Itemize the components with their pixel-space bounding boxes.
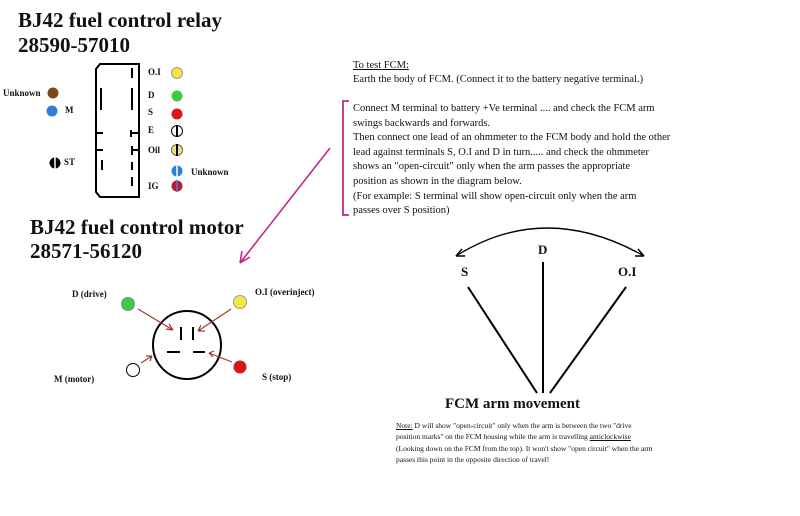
motor-d-label: D (drive): [72, 289, 107, 299]
oi-terminal-dot: [171, 67, 183, 79]
arm-arc: [455, 227, 645, 257]
note-label: Note:: [396, 421, 413, 430]
step-line: passes over S position): [353, 205, 450, 217]
motor-body: [152, 310, 222, 380]
m-terminal-dot: [46, 105, 58, 117]
terminal-label-d: D: [148, 90, 155, 100]
motor-s-dot: [233, 360, 247, 374]
relay-title: BJ42 fuel control relay: [18, 8, 222, 32]
unknown-right-label: Unknown: [191, 167, 229, 177]
s-terminal-dot: [171, 108, 183, 120]
arm-label-s: S: [461, 264, 469, 279]
note-line: (Looking down on the FCM from the top). …: [396, 443, 653, 453]
step-line: position as shown in the diagram below.: [353, 175, 522, 187]
step-line: swings backwards and forwards.: [353, 117, 491, 129]
motor-m-dot: [126, 363, 140, 377]
arm-label-d: D: [538, 242, 548, 257]
step-line: Connect M terminal to battery +Ve termin…: [353, 103, 655, 114]
motor-oi-dot: [233, 295, 247, 309]
unknown-left-label: Unknown: [3, 88, 41, 98]
m-label: M: [65, 105, 74, 115]
unknown-right-dot: [171, 165, 183, 177]
relay-connector: [95, 63, 140, 198]
unknown-left-dot: [47, 87, 59, 99]
step-line: lead against terminals S, O.I and D in t…: [353, 146, 649, 158]
motor-oi-label: O.I (overinject): [255, 287, 315, 297]
note-line: D will show "open-circuit" only when the…: [412, 421, 632, 430]
terminal-label-ig: IG: [148, 181, 159, 191]
ig-terminal-dot: [171, 180, 183, 192]
step-line: (For example: S terminal will show open-…: [353, 190, 637, 202]
arm-caption: FCM arm movement: [445, 396, 580, 412]
relay-part-number: 28590-57010: [18, 33, 130, 57]
motor-arrows: [137, 308, 233, 364]
arm-label-oi: O.I: [618, 264, 637, 279]
motor-title: BJ42 fuel control motor: [30, 215, 244, 239]
arm-lines: [467, 262, 627, 394]
oil-terminal-dot: [171, 144, 183, 156]
note-emphasis: anticlockwise: [589, 432, 631, 442]
instruction-bracket: [342, 100, 349, 216]
step-line: shows an "open-circuit" only when the ar…: [353, 161, 631, 173]
terminal-label-oi: O.I: [148, 67, 161, 77]
note-line: position marks" on the FCM housing while…: [396, 432, 590, 442]
d-terminal-dot: [171, 90, 183, 102]
terminal-label-s: S: [148, 107, 154, 117]
instructions-line1: Earth the body of FCM. (Connect it to th…: [353, 74, 644, 85]
note-text: Note: D will show "open-circuit" only wh…: [396, 420, 653, 465]
motor-part-number: 28571-56120: [30, 239, 142, 263]
step-line: Then connect one lead of an ohmmeter to …: [353, 132, 671, 144]
magenta-arrow: [239, 147, 331, 264]
instructions-heading: To test FCM:: [353, 60, 409, 71]
terminal-label-e: E: [148, 125, 155, 135]
st-label: ST: [64, 157, 76, 167]
motor-s-label: S (stop): [262, 372, 292, 382]
instructions-steps: Connect M terminal to battery +Ve termin…: [353, 102, 670, 219]
terminal-label-oil: Oil: [148, 145, 161, 155]
note-line: passes this point in the opposite direct…: [396, 454, 550, 464]
motor-d-dot: [121, 297, 135, 311]
e-terminal-dot: [171, 125, 183, 137]
st-terminal-dot: [49, 157, 61, 169]
motor-m-label: M (motor): [54, 374, 95, 384]
